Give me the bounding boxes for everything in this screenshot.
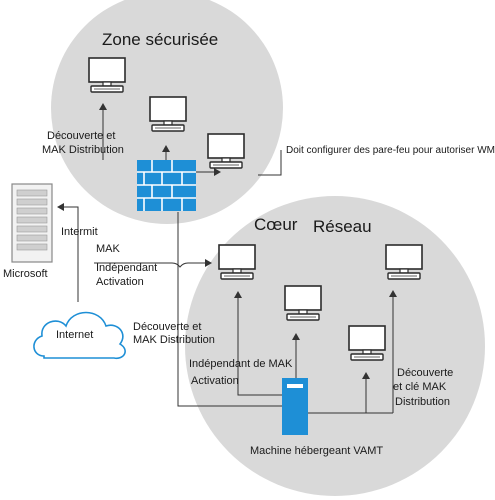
mak-label-line2: Indépendant (96, 262, 158, 274)
mak-label-line1: MAK (96, 243, 120, 255)
server-rack-icon (11, 183, 53, 263)
desktop-computer-icon (149, 96, 187, 132)
discovery-label-top-line2: MAK Distribution (42, 144, 124, 156)
firewall-to-vamt-line (177, 212, 282, 407)
independent-activation-line2: Activation (191, 375, 239, 387)
mak-link-line (94, 262, 211, 268)
secure-zone-title: Zone sécurisée (102, 30, 219, 49)
internet-label: Internet (56, 329, 94, 341)
desktop-computer-icon (385, 244, 423, 280)
core-zone-title-part1: Cœur (254, 215, 298, 234)
desktop-computer-icon (207, 133, 245, 169)
firewall-note-line (258, 150, 282, 176)
right-distribution-line1: Découverte (397, 367, 454, 379)
core-network-zone (185, 196, 485, 496)
discovery-label-mid-line1: Découverte et (133, 321, 202, 333)
vamt-to-pc-left-line (234, 291, 282, 396)
desktop-computer-icon (348, 325, 386, 361)
firewall-icon (137, 160, 196, 211)
discovery-label-top-line1: Découverte et (47, 130, 116, 142)
right-distribution-line2: et clé MAK (393, 381, 447, 393)
discovery-label-mid-line2: MAK Distribution (133, 334, 215, 346)
core-zone-title-part2: Réseau (313, 217, 372, 236)
desktop-computer-icon (218, 244, 256, 280)
right-distribution-line3: Distribution (395, 396, 451, 408)
desktop-computer-icon (284, 285, 322, 321)
desktop-computer-icon (88, 57, 126, 93)
vamt-host-label: Machine hébergeant VAMT (250, 445, 384, 457)
internet-to-microsoft-line (57, 203, 79, 302)
cloud-icon (33, 311, 126, 360)
mak-label-line3: Activation (96, 276, 144, 288)
intermit-label: Intermit (61, 226, 98, 238)
connections (57, 103, 397, 414)
microsoft-label: Microsoft (3, 268, 48, 280)
firewall-note: Doit configurer des pare-feu pour autori… (286, 145, 495, 156)
vamt-server-icon (282, 378, 308, 435)
independent-activation-line1: Indépendant de MAK (189, 358, 293, 370)
